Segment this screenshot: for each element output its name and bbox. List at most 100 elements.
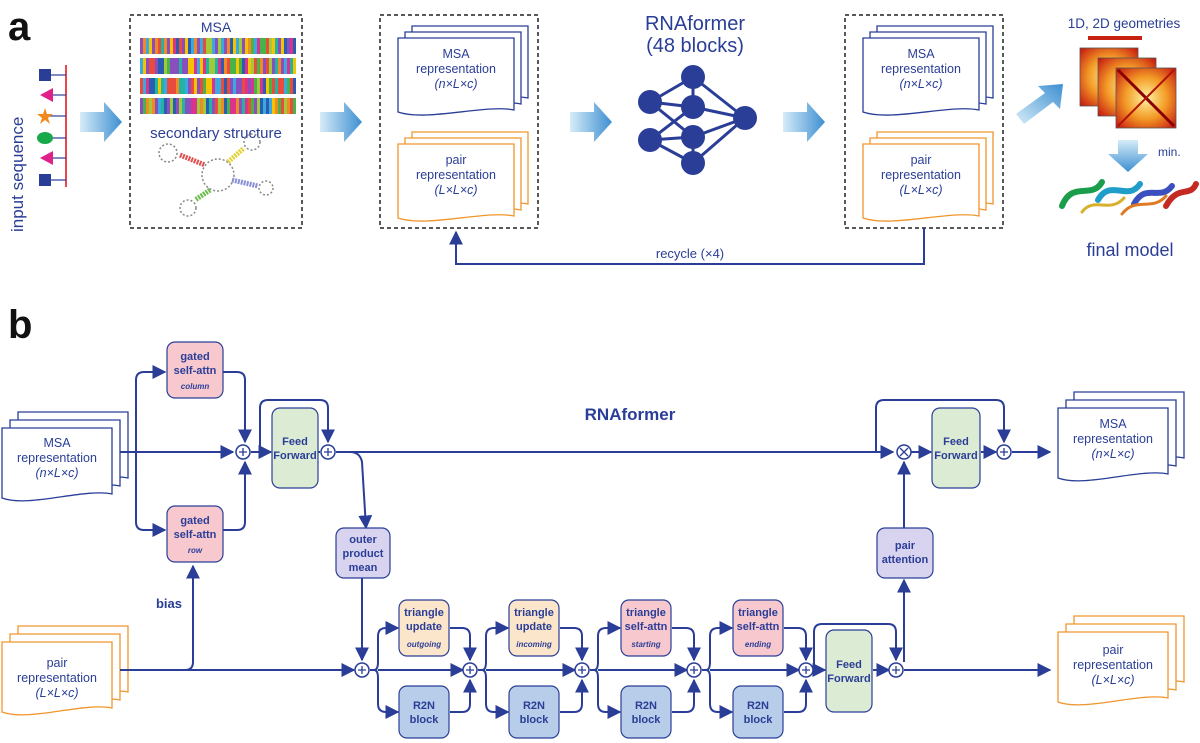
msa-bar-cell (179, 78, 182, 94)
msa-bar-cell (155, 98, 158, 114)
msa-bar-cell (236, 58, 239, 74)
triangle-icon (40, 88, 53, 102)
svg-text:pair: pair (446, 153, 467, 167)
msa-output-stack: MSA representation (n×L×c) (1057, 391, 1185, 482)
flow-arrow-icon (320, 102, 362, 142)
recycle-arrow (449, 228, 925, 265)
msa-bar-cell (218, 38, 221, 54)
msa-bar-cell (224, 98, 227, 114)
svg-text:representation: representation (1073, 432, 1153, 446)
msa-bar-cell (185, 58, 188, 74)
network-subtitle: (48 blocks) (646, 35, 744, 57)
svg-text:self-attn: self-attn (737, 621, 780, 633)
msa-bar-cell (278, 58, 281, 74)
final-model-label: final model (1086, 240, 1173, 260)
svg-text:representation: representation (17, 451, 97, 465)
svg-text:outer: outer (349, 534, 377, 546)
msa-bar-cell (194, 98, 197, 114)
svg-text:representation: representation (881, 168, 961, 182)
msa-bar-cell (275, 78, 278, 94)
msa-bar-cell (266, 98, 269, 114)
svg-text:outgoing: outgoing (407, 640, 441, 649)
msa-bar-cell (149, 58, 152, 74)
msa-bar-cell (200, 98, 203, 114)
msa-bar-cell (236, 78, 239, 94)
msa-bar-cell (239, 78, 242, 94)
msa-bar-cell (203, 38, 206, 54)
msa-bar-cell (206, 78, 209, 94)
msa-bar-cell (149, 98, 152, 114)
msa-bar-cell (161, 38, 164, 54)
msa-bar-cell (215, 98, 218, 114)
msa-bar-cell (224, 38, 227, 54)
svg-text:block: block (410, 714, 440, 726)
msa-bar-cell (260, 38, 263, 54)
msa-bar-cell (242, 78, 245, 94)
msa-bar-cell (218, 58, 221, 74)
msa-bar-cell (236, 38, 239, 54)
svg-text:MSA: MSA (442, 47, 470, 61)
msa-bar-cell (155, 58, 158, 74)
msa-bar-cell (197, 78, 200, 94)
msa-bar-cell (203, 78, 206, 94)
msa-bar-cell (254, 98, 257, 114)
square-icon (39, 69, 51, 81)
svg-text:self-attn: self-attn (625, 621, 668, 633)
msa-bar-cell (179, 58, 182, 74)
msa-bar-cell (209, 78, 212, 94)
down-arrow-icon (1108, 140, 1148, 172)
msa-bar-cell (281, 98, 284, 114)
svg-text:(n×L×c): (n×L×c) (899, 77, 942, 91)
svg-text:(n×L×c): (n×L×c) (35, 466, 78, 480)
msa-bar-cell (239, 38, 242, 54)
msa-bar-cell (146, 78, 149, 94)
svg-text:Feed: Feed (836, 659, 862, 671)
msa-bar-cell (158, 78, 161, 94)
msa-bar-cell (221, 98, 224, 114)
msa-bar-cell (242, 38, 245, 54)
msa-bar-cell (260, 58, 263, 74)
msa-bar-cell (284, 78, 287, 94)
flow-arrow-icon (80, 102, 122, 142)
network-title: RNAformer (645, 13, 745, 35)
svg-text:triangle: triangle (404, 607, 444, 619)
msa-bar-cell (257, 78, 260, 94)
msa-bar-cell (209, 38, 212, 54)
msa-bar-cell (263, 98, 266, 114)
msa-bar-cell (179, 38, 182, 54)
svg-text:(n×L×c): (n×L×c) (1091, 447, 1134, 461)
msa-bar-cell (257, 38, 260, 54)
svg-text:MSA: MSA (43, 436, 71, 450)
msa-bar-cell (239, 98, 242, 114)
msa-bar-cell (215, 38, 218, 54)
msa-bar-cell (158, 58, 161, 74)
svg-text:(L×L×c): (L×L×c) (1091, 673, 1134, 687)
triangle-update-incoming: triangle update incoming (508, 599, 560, 657)
msa-bar-cell (293, 38, 296, 54)
msa-bar-cell (245, 98, 248, 114)
msa-bar-cell (227, 78, 230, 94)
msa-bar-cell (170, 58, 173, 74)
msa-bar-cell (248, 78, 251, 94)
msa-bar-cell (143, 78, 146, 94)
msa-bar-cell (248, 38, 251, 54)
msa-bar-cell (230, 58, 233, 74)
msa-bar-cell (185, 78, 188, 94)
svg-text:block: block (744, 714, 774, 726)
msa-bar-cell (179, 98, 182, 114)
msa-bar-cell (281, 58, 284, 74)
svg-text:Feed: Feed (943, 436, 969, 448)
multiply-operator (896, 444, 912, 460)
flow-arrow-icon (783, 102, 825, 142)
r2n-block-3: R2N block (620, 685, 672, 739)
msa-bar-cell (290, 58, 293, 74)
msa-bar-cell (188, 38, 191, 54)
svg-text:pair: pair (911, 153, 932, 167)
msa-bar-cell (257, 98, 260, 114)
msa-bar-cell (182, 38, 185, 54)
msa-title: MSA (201, 19, 232, 35)
svg-text:incoming: incoming (516, 640, 552, 649)
msa-bar-cell (293, 58, 296, 74)
msa-bar-cell (272, 38, 275, 54)
msa-bar-cell (254, 58, 257, 74)
